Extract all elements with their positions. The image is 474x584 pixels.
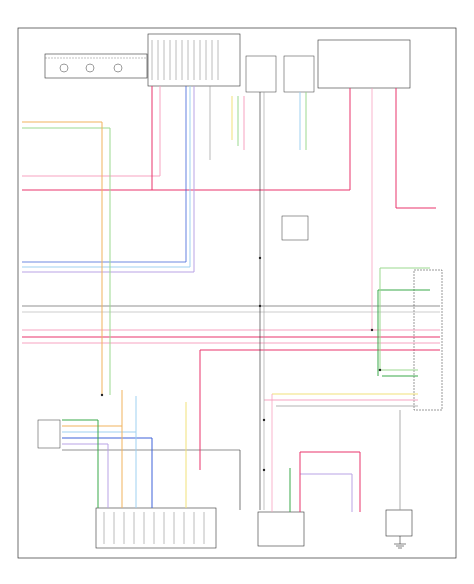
splice-dot (262, 468, 266, 472)
horizontal-wires (22, 121, 440, 475)
relay-coil-icon (85, 63, 95, 73)
module-label-lines (103, 40, 219, 544)
junction-block-top-left (44, 53, 148, 79)
relay-box-2 (283, 55, 315, 93)
module-right-side (413, 269, 443, 411)
splice-dot (258, 256, 262, 260)
splice-points (100, 256, 382, 472)
module-top-right (317, 39, 411, 89)
splice-dot (258, 304, 262, 308)
ground-icon (394, 536, 406, 549)
relay-coil-icon (113, 63, 123, 73)
relay-box-1 (245, 55, 277, 93)
diagram-frame (17, 27, 457, 559)
splice-dot (262, 418, 266, 422)
splice-dot (370, 328, 374, 332)
component-bottom-right (385, 509, 413, 537)
relay-symbols (59, 63, 123, 73)
module-center-small (281, 215, 309, 241)
vertical-wires (97, 86, 401, 512)
relay-coil-icon (59, 63, 69, 73)
splice-dot (378, 368, 382, 372)
module-bottom-left (95, 507, 217, 549)
component-left-bottom (37, 419, 61, 449)
module-bottom-center (257, 511, 305, 547)
splice-dot (100, 393, 104, 397)
